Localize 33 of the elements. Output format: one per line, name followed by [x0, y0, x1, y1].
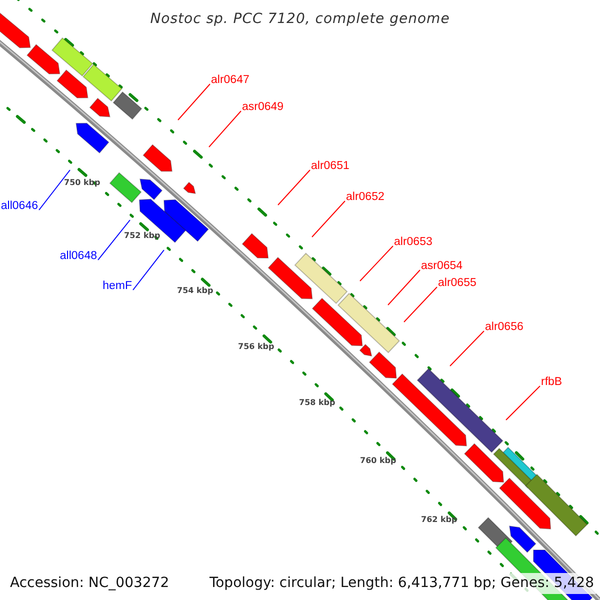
gene-label: rfbB	[541, 375, 562, 389]
leader-line	[388, 270, 420, 306]
scale-label: 752 kbp	[124, 230, 160, 242]
leader-line	[312, 200, 346, 238]
scale-label: 758 kbp	[299, 397, 336, 409]
leader-line	[360, 246, 394, 282]
leader-line	[98, 220, 130, 260]
gene-label: hemF	[102, 279, 132, 293]
gene-label: asr0649	[242, 100, 284, 114]
gene-label: alr0653	[394, 235, 432, 249]
scale-label: 754 kbp	[177, 285, 214, 297]
scale-label: 750 kbp	[64, 177, 100, 189]
gene-label: asr0654	[421, 259, 463, 273]
gene-label: all0646	[0, 199, 38, 213]
leader-line	[178, 84, 210, 120]
scale-label: 756 kbp	[238, 341, 274, 353]
gene-label: all0648	[60, 249, 97, 263]
gene-label: alr0652	[346, 190, 384, 204]
leader-line	[506, 386, 540, 420]
gene-label: alr0656	[485, 320, 524, 334]
scale-label: 762 kbp	[421, 514, 458, 526]
title: Nostoc sp. PCC 7120, complete genome	[150, 10, 450, 29]
leader-line	[450, 330, 484, 366]
leader-line	[404, 286, 438, 322]
leader-line	[38, 170, 70, 210]
gene-label: alr0647	[211, 73, 250, 87]
scale-label: 760 kbp	[360, 455, 396, 467]
footer-text: Topology: circular; Length: 6,413,771 bp; Genes: 5,428	[207, 573, 596, 594]
gene-label: alr0655	[438, 276, 476, 290]
leader-line	[278, 170, 310, 206]
gene-label: alr0651	[311, 159, 350, 173]
leader-line	[208, 110, 242, 148]
leader-line	[132, 250, 164, 290]
